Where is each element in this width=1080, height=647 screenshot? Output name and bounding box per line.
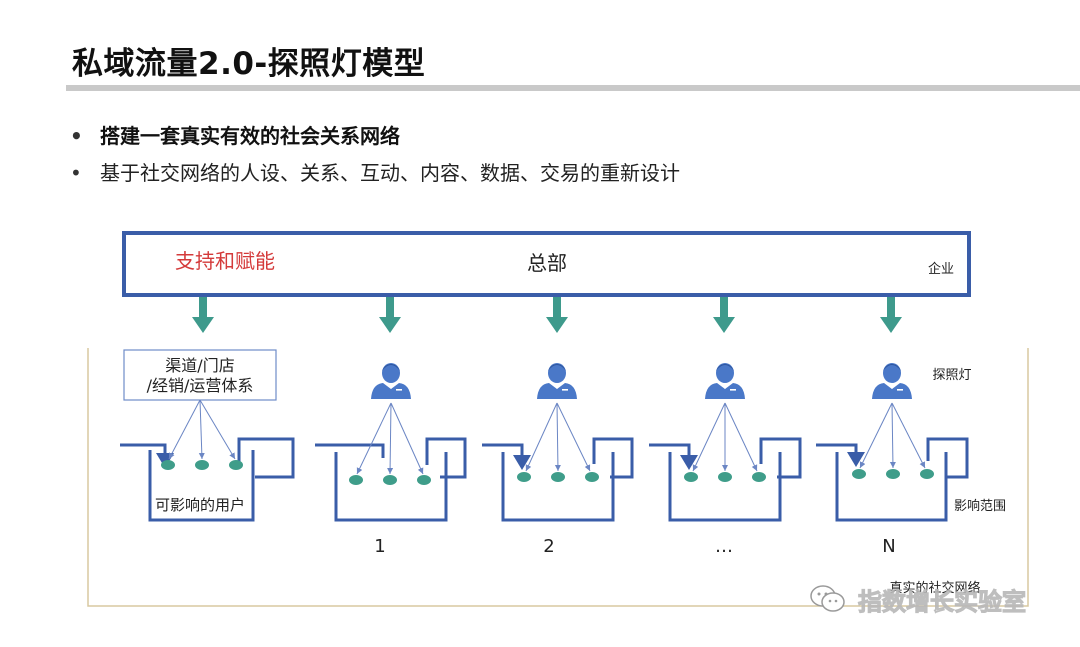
user-group-3: … xyxy=(649,402,802,557)
title-divider xyxy=(66,85,1080,91)
user-group-2: 2 xyxy=(482,402,634,557)
teal-down-arrow xyxy=(880,297,902,333)
person-icon xyxy=(872,363,912,399)
channel-label-line1: 渠道/门店 xyxy=(165,356,234,375)
user-group-1: 1 xyxy=(315,402,467,557)
hq-box xyxy=(122,231,971,297)
users-label: 可影响的用户 xyxy=(155,496,245,514)
teal-down-arrow xyxy=(379,297,401,333)
network-label: 真实的社交网络 xyxy=(889,580,980,596)
channel-label-line2: /经销/运营体系 xyxy=(147,376,254,395)
bullet-item: 基于社交网络的人设、关系、互动、内容、数据、交易的重新设计 xyxy=(70,155,680,192)
user-group-channel: 可影响的用户 xyxy=(120,399,295,522)
spotlight-label: 探照灯 xyxy=(932,368,971,383)
support-label: 支持和赋能 xyxy=(175,249,275,273)
teal-down-arrow xyxy=(546,297,568,333)
social-network-border xyxy=(87,348,1029,607)
hq-label: 总部 xyxy=(527,251,567,275)
page-title: 私域流量2.0-探照灯模型 xyxy=(72,46,426,82)
watermark-text: 指数增长实验室 xyxy=(858,588,1026,616)
person-icon xyxy=(705,363,745,399)
person-icon xyxy=(537,363,577,399)
user-group-n: N xyxy=(816,402,969,557)
channel-box xyxy=(123,349,277,401)
range-label: 影响范围 xyxy=(954,498,1006,514)
group-number: … xyxy=(715,536,733,557)
group-number: 2 xyxy=(543,536,554,557)
bullet-item: 搭建一套真实有效的社会关系网络 xyxy=(70,118,680,155)
teal-arrows xyxy=(192,297,902,333)
wechat-icon xyxy=(810,585,845,612)
group-number: N xyxy=(882,536,895,557)
enterprise-label: 企业 xyxy=(928,261,954,277)
watermark: 指数增长实验室 xyxy=(858,588,1027,617)
teal-down-arrow xyxy=(713,297,735,333)
person-icon xyxy=(371,363,411,399)
group-number: 1 xyxy=(374,536,385,557)
bullet-list: 搭建一套真实有效的社会关系网络 基于社交网络的人设、关系、互动、内容、数据、交易… xyxy=(70,118,680,192)
teal-down-arrow xyxy=(192,297,214,333)
